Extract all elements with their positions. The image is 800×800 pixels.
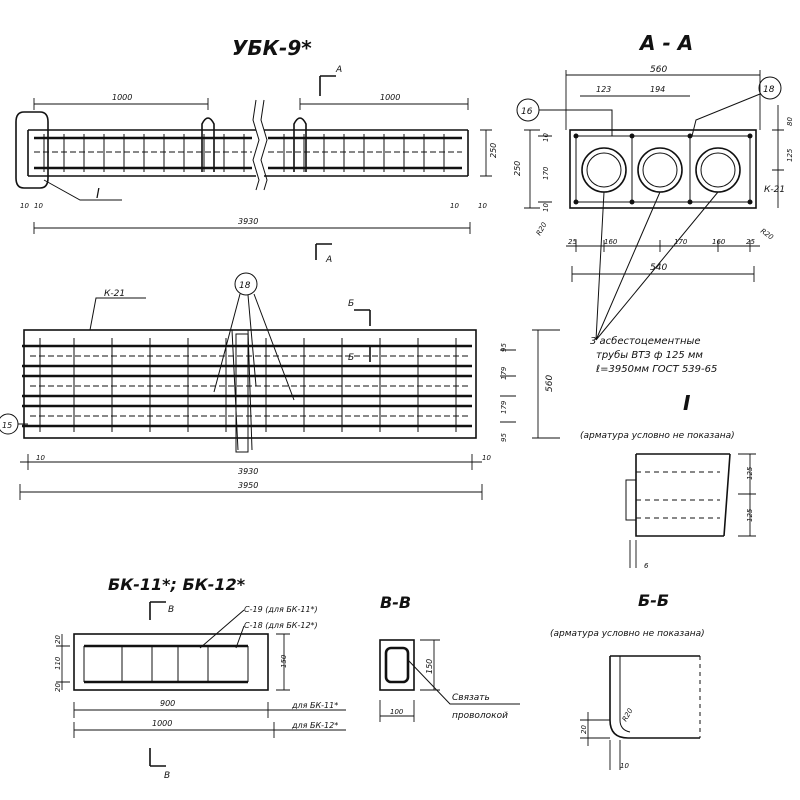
lifting-loop-mid-left [201, 117, 215, 172]
dim-20-bb: 20 [580, 725, 588, 734]
label-tie-1: Связать [452, 693, 490, 703]
dim-10-a: 10 [450, 202, 459, 210]
section-bb-note: (арматура условно не показана) [550, 629, 705, 639]
note-line-3: ℓ=3950мм ГОСТ 539-65 [596, 364, 717, 375]
dim-3930-plan: 3930 [238, 467, 258, 476]
section-mark-v-bottom: В [164, 771, 170, 781]
dim-179-a: 179 [500, 366, 508, 380]
bk-elevation: БК-11*; БК-12* В В С-19 (для БК-11*) С-1… [54, 575, 346, 781]
lifting-loop-mid-right [293, 117, 307, 172]
lifting-loop-left [15, 111, 49, 189]
bk-outline [73, 633, 269, 691]
pipes-note: 3 асбестоцементные трубы ВТЗ ф 125 мм ℓ=… [590, 335, 717, 375]
label-r20-aa-left: R20 [535, 221, 549, 237]
dim-170-bottom: 170 [674, 238, 688, 246]
dim-170-aa: 170 [542, 166, 550, 180]
section-mark-a-bottom: А [325, 255, 332, 265]
dim-10-aa-bottom: 10 [542, 203, 550, 212]
section-mark-v-top: В [168, 605, 174, 615]
pipe-1 [581, 147, 627, 193]
dim-3950: 3950 [238, 481, 258, 490]
title-section-bb: Б-Б [638, 591, 669, 610]
break-line-left [252, 99, 260, 191]
dim-10-plan-right: 10 [482, 454, 491, 462]
label-c18: С-18 (для БК-12*) [244, 621, 318, 630]
beam-elevation: 1000 1000 3930 250 10 10 10 10 I А А [15, 65, 498, 265]
section-mark-b-bottom: Б [348, 353, 354, 363]
detail-I: I (арматура условно не показана) 125 125… [580, 391, 756, 570]
dim-80: 80 [786, 117, 794, 126]
dim-10-c: 10 [34, 202, 43, 210]
callout-15: 15 [2, 421, 12, 430]
section-aa-outline [569, 129, 757, 209]
dim-250-aa: 250 [513, 161, 522, 176]
dim-6-I: 6 [644, 562, 649, 570]
dim-95-bottom: 95 [500, 433, 508, 442]
dim-540: 540 [650, 263, 667, 273]
dim-160-left: 160 [604, 238, 618, 246]
dim-123: 123 [596, 85, 611, 94]
dim-560-aa: 560 [650, 65, 667, 75]
dim-194: 194 [650, 85, 665, 94]
break-line-right [260, 99, 268, 191]
title-section-vv: В-В [380, 593, 411, 612]
dim-1000-right: 1000 [380, 93, 400, 102]
section-aa: 560 123 194 16 18 250 10 170 10 80 125 К… [513, 65, 794, 341]
dim-10-plan-left: 10 [36, 454, 45, 462]
dim-3930: 3930 [238, 217, 258, 226]
callout-18-aa: 18 [763, 85, 775, 95]
dim-179-b: 179 [500, 400, 508, 414]
detail-I-title: I [683, 391, 691, 415]
dim-125-I-bottom: 125 [746, 508, 754, 522]
section-mark-b-top: Б [348, 299, 354, 309]
dim-125-aa: 125 [786, 148, 794, 162]
title-section-aa: А - А [638, 31, 693, 55]
callout-I: I [96, 187, 100, 202]
plan-outline [23, 329, 477, 439]
dim-160-right: 160 [712, 238, 726, 246]
note-line-2: трубы ВТЗ ф 125 мм [596, 349, 703, 361]
dim-125-I-top: 125 [746, 466, 754, 480]
label-k21-aa: К-21 [764, 185, 785, 195]
label-for-bk12: для БК-12* [291, 721, 338, 730]
dim-10-bb: 10 [620, 762, 629, 770]
title-ubk9: УБК-9* [232, 36, 312, 60]
section-vv-outline [379, 639, 415, 691]
dim-10-bottom-left: 10 [20, 202, 29, 210]
label-r20-bb: R20 [621, 707, 635, 723]
dim-900: 900 [160, 699, 175, 708]
dim-1000-left: 1000 [112, 93, 132, 102]
dim-560-plan: 560 [545, 375, 555, 392]
dim-250-elev: 250 [489, 143, 498, 158]
beam-plan: К-21 18 15 Б Б 10 10 3930 3950 95 179 17… [0, 272, 560, 500]
dim-100-vv: 100 [390, 708, 404, 716]
dim-25-right: 25 [746, 238, 755, 246]
note-line-1: 3 асбестоцементные [590, 335, 701, 347]
label-c19: С-19 (для БК-11*) [244, 605, 318, 614]
label-tie-2: проволокой [452, 711, 508, 721]
dim-20-bk-bottom: 20 [54, 683, 62, 692]
dim-20-bk-top: 20 [54, 635, 62, 644]
pipe-2 [637, 147, 683, 193]
dim-95-top: 95 [500, 343, 508, 352]
title-bk11-bk12: БК-11*; БК-12* [108, 575, 246, 594]
label-k21-plan: К-21 [104, 289, 125, 299]
pipe-3 [695, 147, 741, 193]
dim-10-aa-top: 10 [542, 133, 550, 142]
detail-I-note: (арматура условно не показана) [580, 431, 735, 441]
label-for-bk11: для БК-11* [291, 701, 338, 710]
dim-150-vv: 150 [425, 659, 434, 674]
section-vv: В-В 150 100 Связать проволокой [379, 593, 520, 722]
dim-1000-bk: 1000 [152, 719, 172, 728]
callout-16: 16 [521, 107, 533, 117]
dim-110-bk: 110 [54, 656, 62, 670]
callout-18-plan: 18 [239, 281, 251, 291]
label-r20-aa: R20 [759, 227, 775, 242]
section-bb: Б-Б (арматура условно не показана) R20 2… [550, 591, 705, 770]
dim-150-bk: 150 [280, 654, 288, 668]
dim-25-left: 25 [568, 238, 577, 246]
section-mark-a-top: А [335, 65, 342, 75]
dim-10-b: 10 [478, 202, 487, 210]
